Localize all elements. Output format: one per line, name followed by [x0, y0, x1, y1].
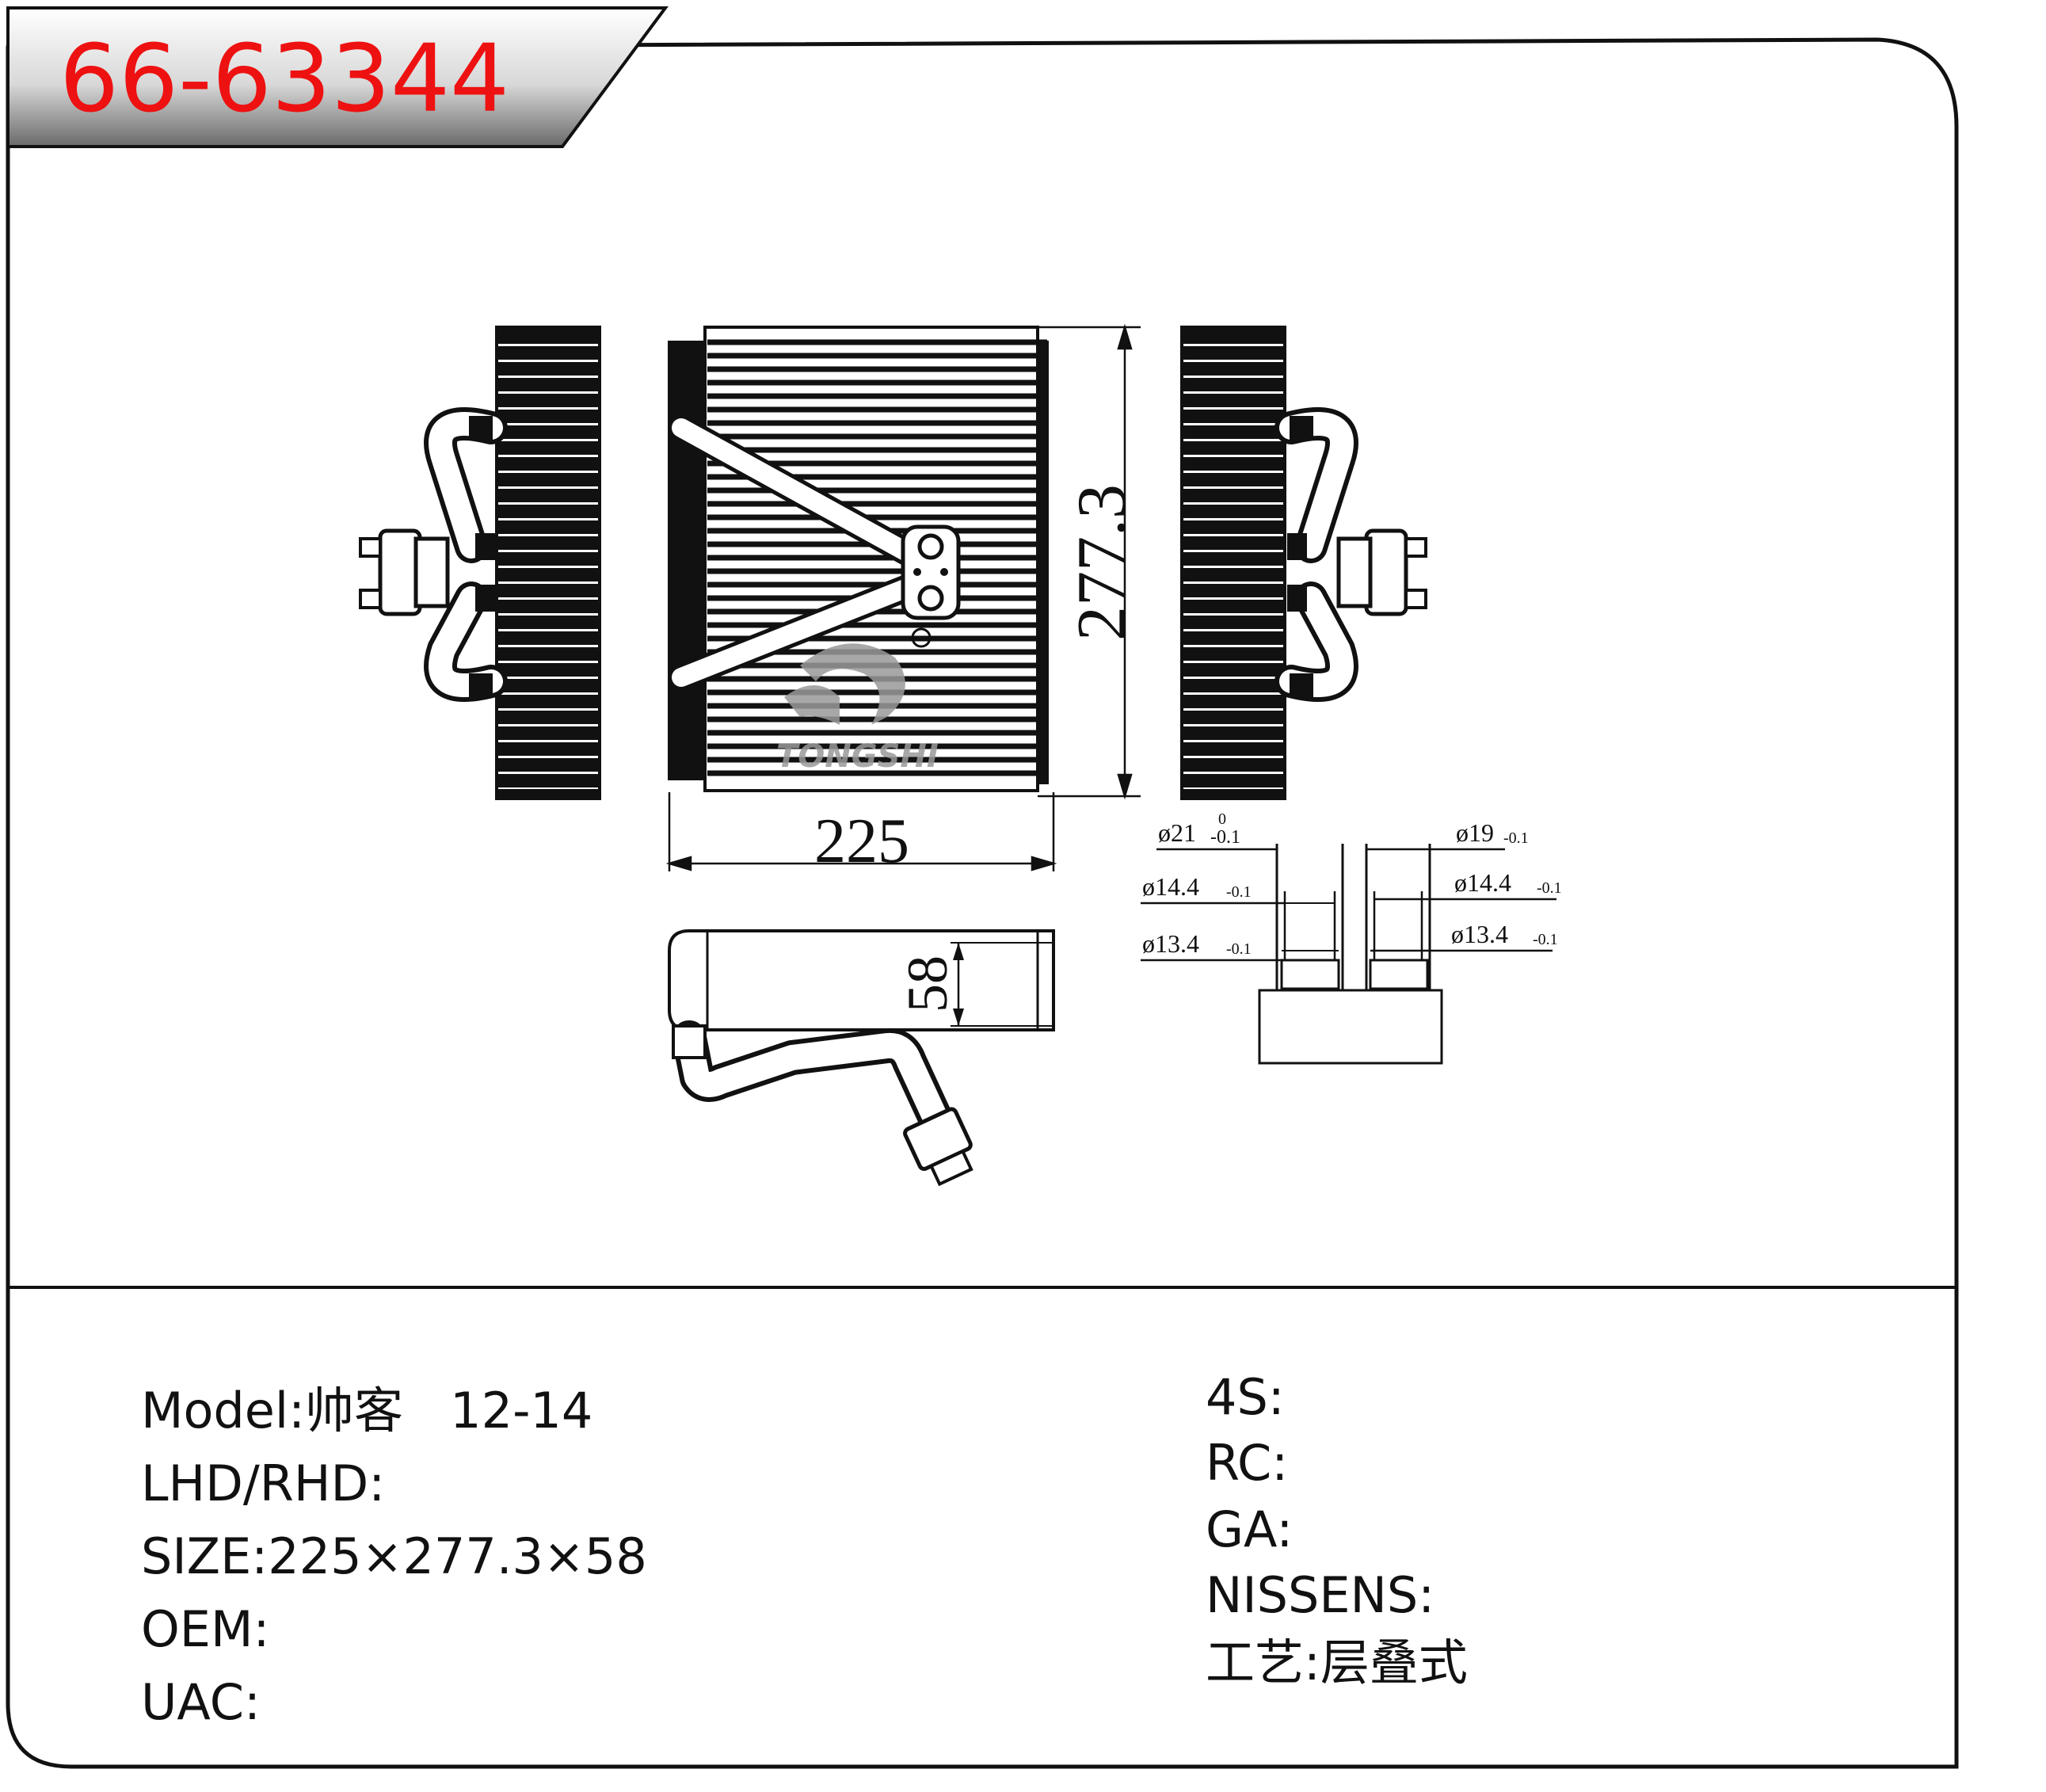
svg-text:UAC:: UAC: — [141, 1673, 261, 1731]
svg-text:Model:帅客 12-14: Model:帅客 12-14 — [141, 1382, 592, 1439]
dim-width-label: 225 — [814, 806, 909, 876]
tongshi-watermark: TONGSHI — [776, 643, 939, 775]
spec-right-column: 4S: RC: GA: NISSENS: 工艺:层叠式 — [1206, 1368, 1468, 1691]
svg-text:OEM:: OEM: — [141, 1600, 269, 1658]
spec-left-column: Model:帅客 12-14 LHD/RHD: SIZE:225×277.3×5… — [141, 1382, 647, 1731]
fitting-left-dia-3: ø13.4 — [1142, 929, 1199, 958]
spec-key-ga: GA: — [1206, 1500, 1293, 1558]
evaporator-front-view — [668, 326, 1049, 792]
spec-key-4s: 4S: — [1206, 1368, 1285, 1426]
dim-height — [1038, 323, 1141, 800]
spec-value-size: 225×277.3×58 — [268, 1527, 647, 1585]
fitting-right-dia-3: ø13.4 — [1451, 920, 1508, 948]
fitting-left-tol-upper-1: 0 — [1218, 810, 1226, 828]
fitting-left-tol-2: -0.1 — [1226, 883, 1252, 901]
fitting-right-dia-2: ø14.4 — [1454, 868, 1511, 897]
fitting-left-tol-lower-1: -0.1 — [1210, 827, 1240, 848]
spec-key-model: Model: — [141, 1382, 305, 1439]
evaporator-top-view — [668, 929, 1055, 1187]
evaporator-right-side-view — [1180, 326, 1427, 800]
spec-value-model: 帅客 12-14 — [305, 1382, 592, 1439]
svg-text:4S:: 4S: — [1206, 1368, 1285, 1426]
spec-key-process: 工艺: — [1206, 1634, 1320, 1691]
evaporator-left-side-view — [359, 326, 601, 800]
spec-block: Model:帅客 12-14 LHD/RHD: SIZE:225×277.3×5… — [141, 1368, 1468, 1731]
svg-text:LHD/RHD:: LHD/RHD: — [141, 1455, 385, 1512]
svg-text:RC:: RC: — [1206, 1434, 1288, 1492]
svg-text:NISSENS:: NISSENS: — [1206, 1566, 1434, 1624]
fitting-left-tol-3: -0.1 — [1226, 940, 1252, 958]
svg-text:SIZE:225×277.3×58: SIZE:225×277.3×58 — [141, 1527, 647, 1585]
spec-key-size: SIZE: — [141, 1527, 268, 1585]
outer-frame — [6, 37, 1959, 1769]
svg-text:GA:: GA: — [1206, 1500, 1293, 1558]
part-number: 66-63344 — [59, 24, 509, 133]
fitting-right-tol-1: -0.1 — [1503, 829, 1529, 847]
fitting-left-dia-1: ø21 — [1158, 818, 1196, 847]
fitting-right-tol-2: -0.1 — [1537, 879, 1562, 897]
fitting-right-dia-1: ø19 — [1456, 818, 1494, 847]
spec-key-oem: OEM: — [141, 1600, 269, 1658]
fitting-left-dia-2: ø14.4 — [1142, 872, 1199, 901]
spec-key-nissens: NISSENS: — [1206, 1566, 1434, 1624]
fitting-section-detail — [1141, 844, 1556, 1065]
spec-key-rc: RC: — [1206, 1434, 1288, 1492]
spec-key-uac: UAC: — [141, 1673, 261, 1731]
fitting-right-tol-3: -0.1 — [1533, 931, 1558, 948]
spec-key-lhd-rhd: LHD/RHD: — [141, 1455, 385, 1512]
spec-value-process: 层叠式 — [1320, 1634, 1468, 1691]
watermark-text: TONGSHI — [776, 738, 939, 775]
dim-width — [665, 792, 1057, 871]
svg-text:工艺:层叠式: 工艺:层叠式 — [1206, 1634, 1468, 1691]
dim-depth-label: 58 — [896, 955, 959, 1012]
dim-height-label: 277.3 — [1064, 484, 1141, 641]
header-tab: 66-63344 — [6, 6, 669, 148]
